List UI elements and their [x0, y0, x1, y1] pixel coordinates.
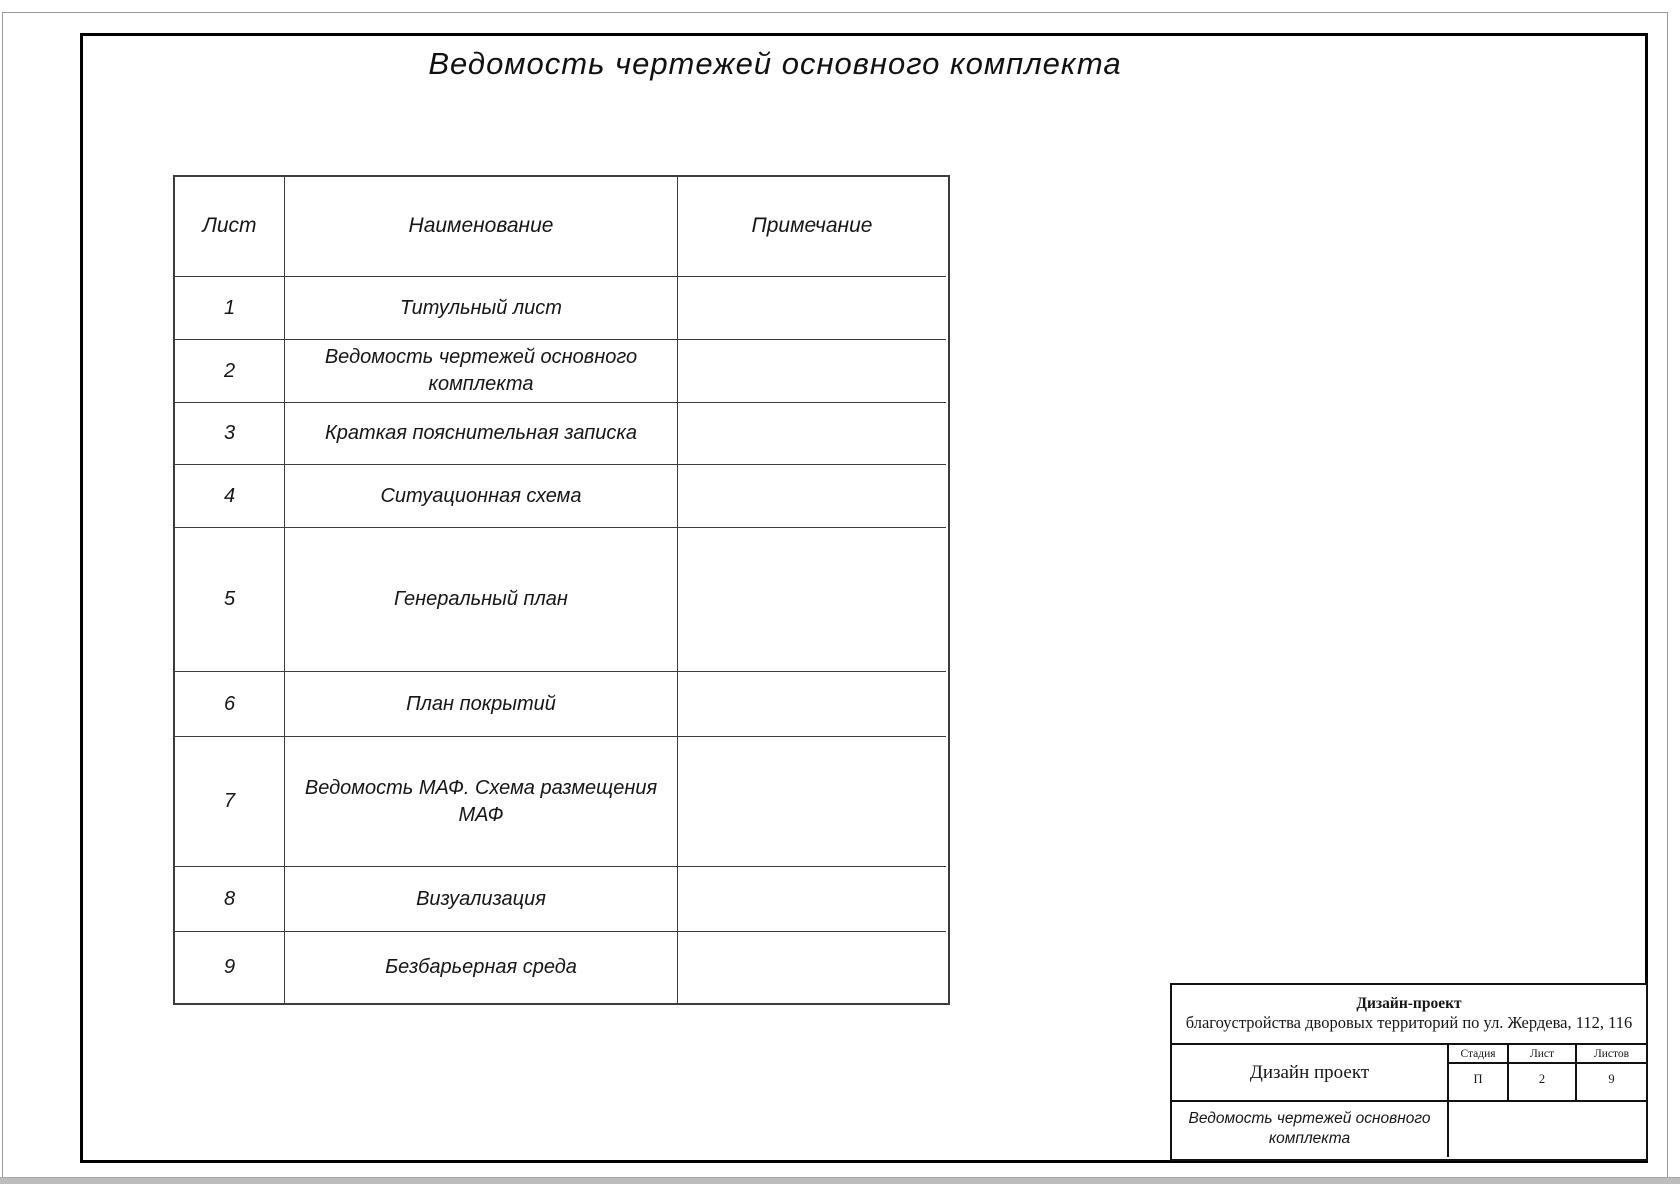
- project-subtitle: благоустройства дворовых территорий по у…: [1185, 1013, 1633, 1033]
- table-row-sheet: 4: [175, 465, 285, 528]
- table-row-name: Безбарьерная среда: [285, 932, 678, 1003]
- table-row-note: [678, 403, 946, 465]
- drawing-frame: [80, 33, 1648, 1163]
- table-row-sheet: 7: [175, 737, 285, 867]
- table-row-note: [678, 672, 946, 737]
- table-row-note: [678, 465, 946, 528]
- project-title: Дизайн-проект: [1356, 995, 1462, 1012]
- sheet-value: 2: [1538, 1071, 1546, 1086]
- table-row-note: [678, 528, 946, 672]
- table-row-name: Краткая пояснительная записка: [285, 403, 678, 465]
- table-row-note: [678, 277, 946, 340]
- table-row-sheet: 8: [175, 867, 285, 932]
- table-row-note: [678, 340, 946, 403]
- sheet-column: Лист 2: [1509, 1045, 1577, 1100]
- table-row-sheet: 3: [175, 403, 285, 465]
- sheet-header: Лист: [1509, 1045, 1575, 1064]
- title-block: Дизайн-проект благоустройства дворовых т…: [1170, 983, 1648, 1161]
- table-row-sheet: 6: [175, 672, 285, 737]
- column-header-note: Примечание: [678, 177, 946, 277]
- table-row-name: Генеральный план: [285, 528, 678, 672]
- table-row-name: Ведомость МАФ. Схема размещения МАФ: [285, 737, 678, 867]
- stage-value: П: [1473, 1071, 1483, 1086]
- drawings-register-table: Лист Наименование Примечание 1 Титульный…: [173, 175, 950, 1005]
- document-name: Ведомость чертежей основного комплекта: [1172, 1102, 1449, 1157]
- title-block-middle: Дизайн проект Стадия П Лист 2 Листов 9: [1172, 1045, 1646, 1102]
- table-row-note: [678, 932, 946, 1003]
- sheets-total-column: Листов 9: [1577, 1045, 1646, 1100]
- table-row-name: Визуализация: [285, 867, 678, 932]
- org-label: Дизайн проект: [1172, 1045, 1449, 1100]
- table-row-sheet: 9: [175, 932, 285, 1003]
- table-row-name: Ситуационная схема: [285, 465, 678, 528]
- table-row-sheet: 5: [175, 528, 285, 672]
- sheets-total-header: Листов: [1577, 1045, 1646, 1064]
- title-block-project: Дизайн-проект благоустройства дворовых т…: [1172, 985, 1646, 1045]
- title-block-docname-row: Ведомость чертежей основного комплекта: [1172, 1102, 1646, 1157]
- table-row-note: [678, 867, 946, 932]
- stage-header: Стадия: [1449, 1045, 1507, 1064]
- page-title: Ведомость чертежей основного комплекта: [428, 46, 1122, 81]
- table-row-sheet: 1: [175, 277, 285, 340]
- column-header-sheet: Лист: [175, 177, 285, 277]
- table-row-name: Титульный лист: [285, 277, 678, 340]
- table-row-note: [678, 737, 946, 867]
- stage-column: Стадия П: [1449, 1045, 1509, 1100]
- stage-sheet-columns: Стадия П Лист 2 Листов 9: [1449, 1045, 1646, 1100]
- table-row-name: Ведомость чертежей основного комплекта: [285, 340, 678, 403]
- screenshot-bottom-bar: [0, 1177, 1680, 1184]
- table-row-name: План покрытий: [285, 672, 678, 737]
- column-header-name: Наименование: [285, 177, 678, 277]
- table-row-sheet: 2: [175, 340, 285, 403]
- title-block-empty-cell: [1449, 1102, 1646, 1157]
- sheets-total-value: 9: [1608, 1071, 1615, 1086]
